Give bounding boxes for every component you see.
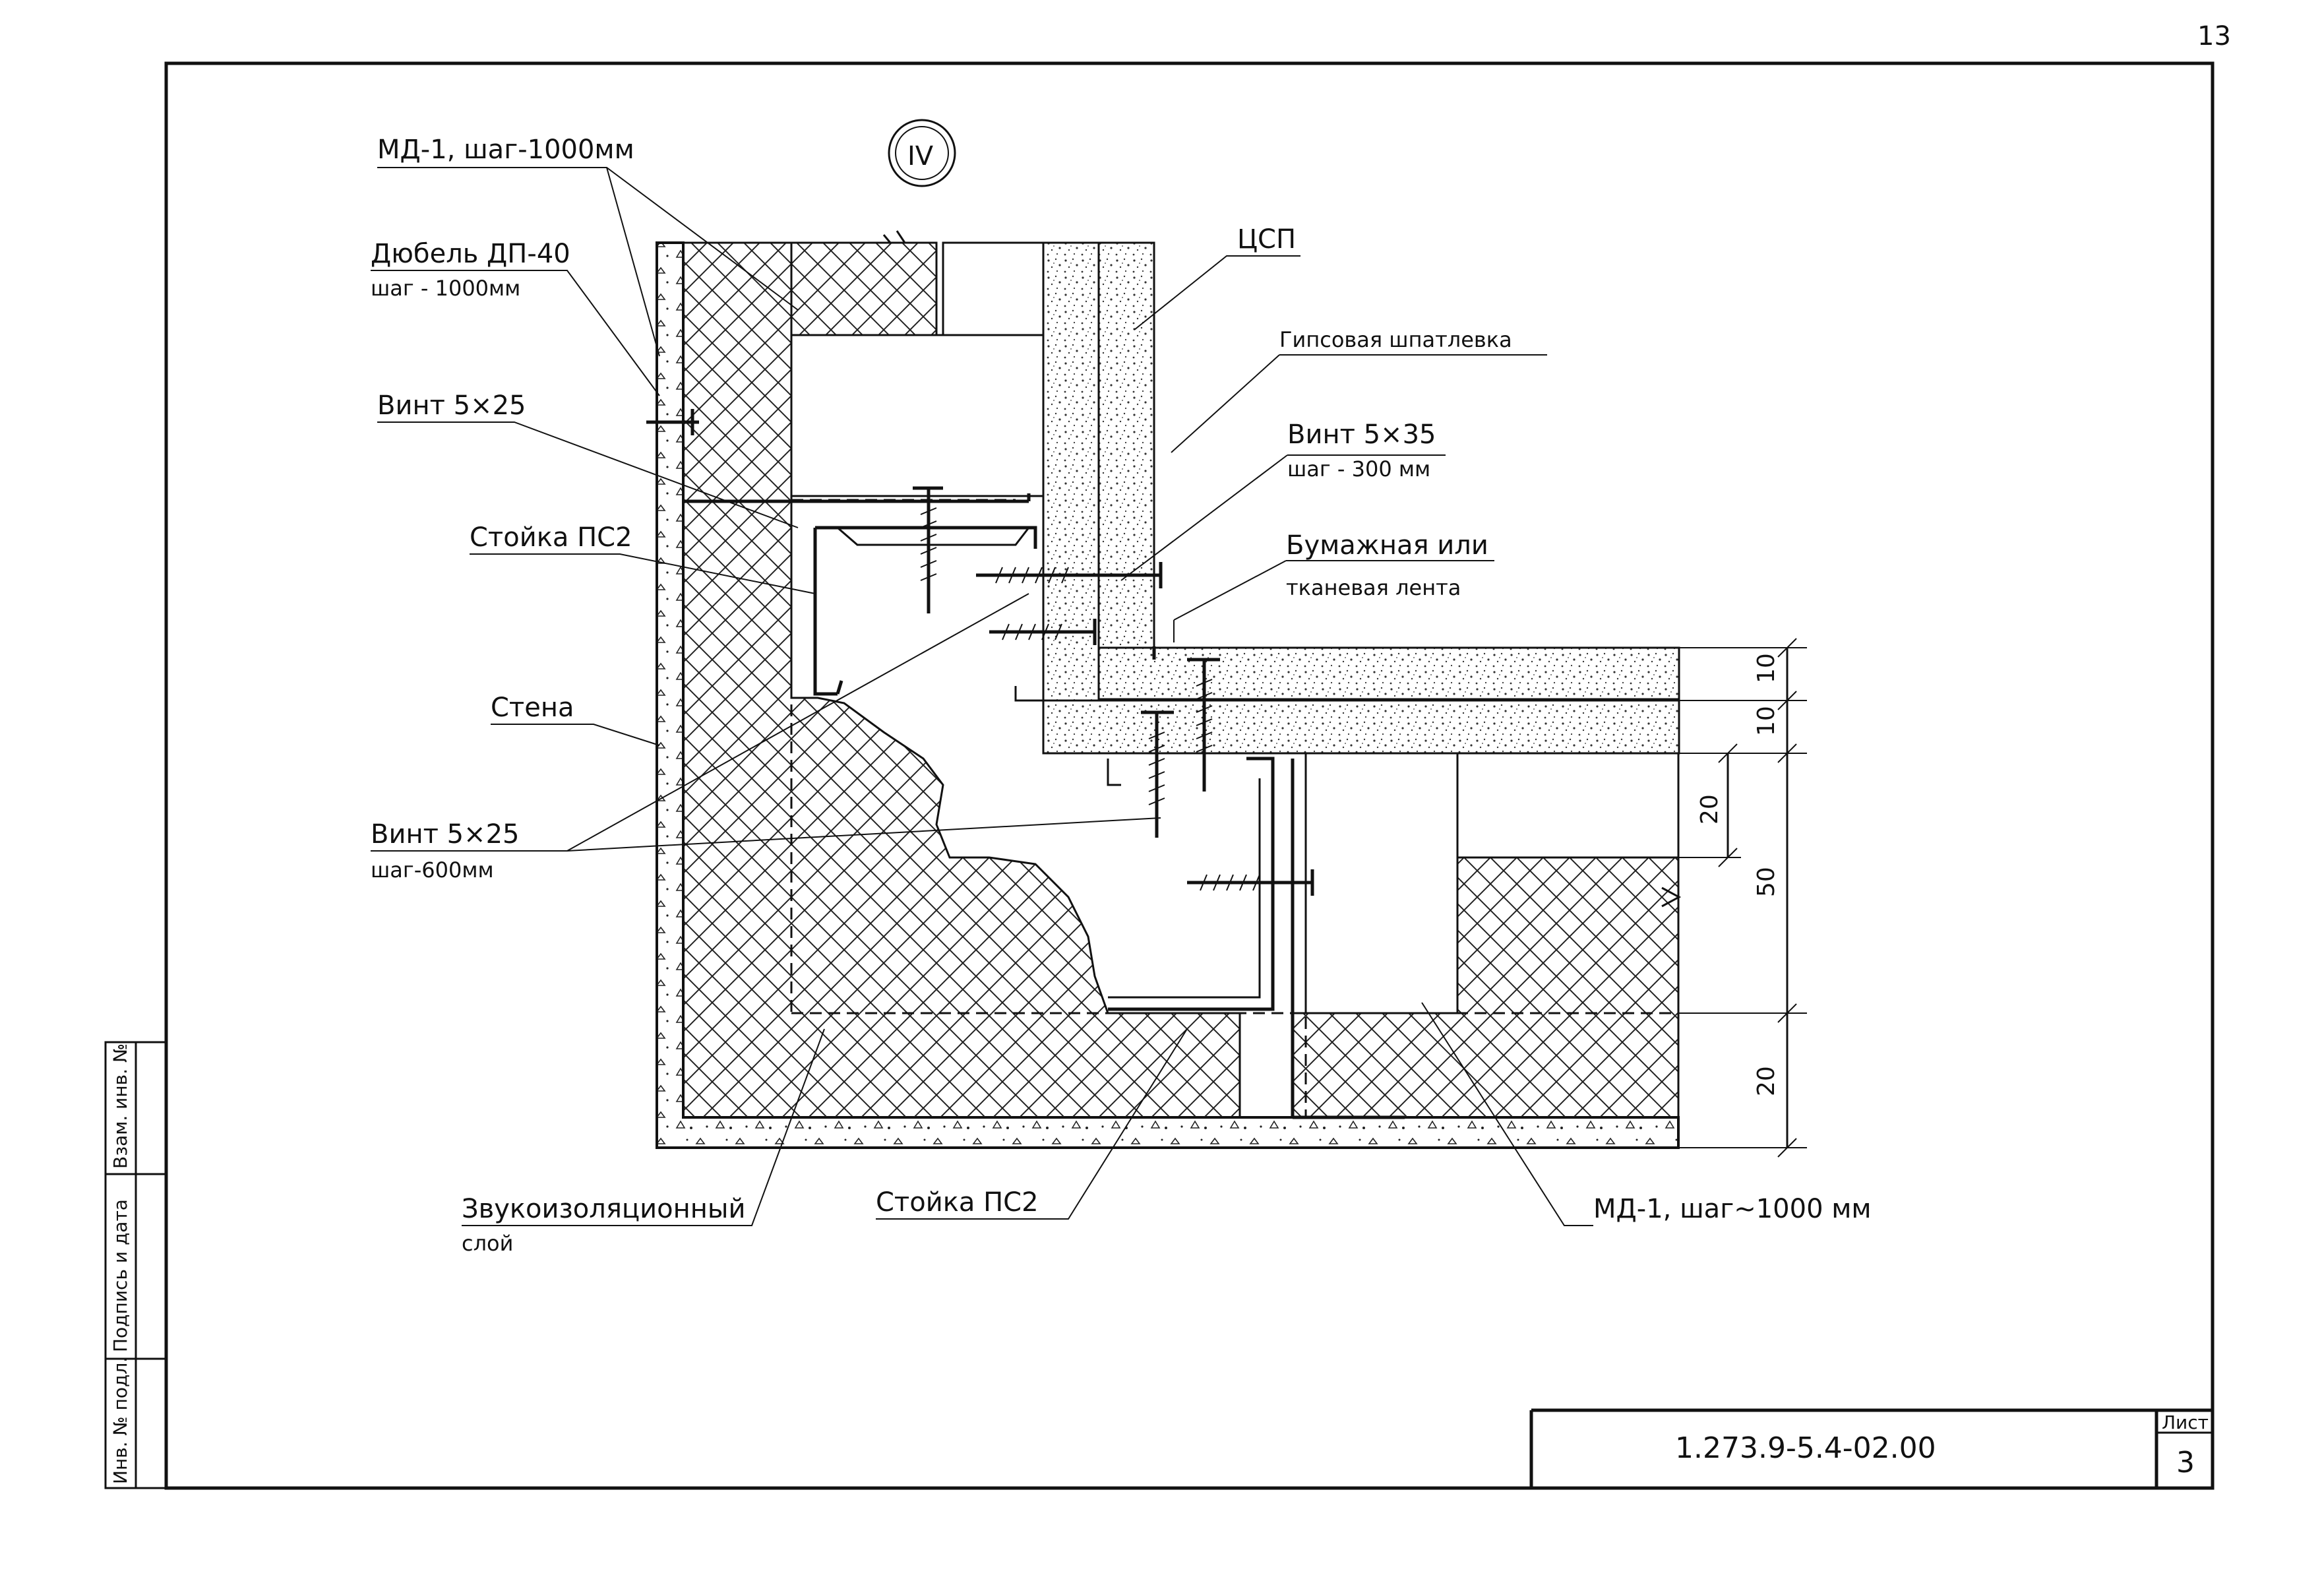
stamp-inv-podl: Инв. № подл. [109,1357,131,1484]
screw-horizontal-2 [989,619,1097,645]
detail-mark-label: IV [907,141,934,171]
label-gips: Гипсовая шпатлевка [1279,327,1512,352]
label-vint-535: Винт 5×35 [1287,420,1436,450]
label-stena: Стена [491,693,574,723]
dimension-chain: 10 10 50 20 20 [1679,638,1807,1158]
board-layers [790,230,1682,1014]
sheet-frame: 13 [164,21,2231,1490]
screws [646,409,1314,896]
label-lenta-1: Бумажная или [1286,530,1488,561]
label-md1-top: МД-1, шаг-1000мм [377,135,634,165]
dim-50: 50 [1753,867,1780,897]
stamp-podpis-data: Подпись и дата [109,1199,131,1352]
side-stamp: Инв. № подл. Подпись и дата Взам. инв. № [104,1041,168,1489]
screw-horizontal-1 [976,562,1163,588]
label-zvuk-2: слой [462,1231,513,1256]
label-dyubel: Дюбель ДП-40 [371,239,570,269]
dim-10-bottom: 10 [1753,706,1780,736]
dim-10-top: 10 [1753,653,1780,683]
document-code: 1.273.9-5.4-02.00 [1675,1431,1936,1465]
label-stoika-left: Стойка ПС2 [470,522,632,553]
label-tssp: ЦСП [1237,224,1296,255]
page-number: 13 [2197,21,2231,51]
screw-vertical-bottom-2 [1187,658,1220,792]
label-vint-525-bottom: Винт 5×25 [371,819,519,850]
label-vint-535-step: шаг - 300 мм [1287,456,1430,482]
dowel-left [646,409,699,435]
title-block: 1.273.9-5.4-02.00 Лист 3 [1529,1408,2213,1488]
label-stoika-bottom: Стойка ПС2 [876,1187,1039,1218]
dim-20-bottom: 20 [1753,1066,1780,1096]
sheet-header: Лист [2162,1412,2209,1433]
label-vint-525-top: Винт 5×25 [377,390,526,421]
label-lenta-2: тканевая лента [1286,575,1461,600]
screw-horizontal-3 [1187,869,1314,896]
label-zvuk-1: Звукоизоляционный [462,1194,745,1224]
dim-20-top: 20 [1696,794,1723,825]
label-vint-525-bottom-step: шаг-600мм [371,857,494,883]
label-dyubel-step: шаг - 1000мм [371,276,520,301]
screw-vertical-top [913,486,943,613]
leader-lines [371,167,1593,1226]
callout-labels: МД-1, шаг-1000мм Дюбель ДП-40 шаг - 1000… [371,135,1872,1256]
sheet-number: 3 [2176,1446,2195,1479]
screw-vertical-bottom-1 [1141,710,1174,838]
stamp-vzam-inv: Взам. инв. № [109,1043,131,1169]
label-md1-bottom: МД-1, шаг~1000 мм [1593,1194,1872,1224]
detail-mark: IV [888,119,956,187]
